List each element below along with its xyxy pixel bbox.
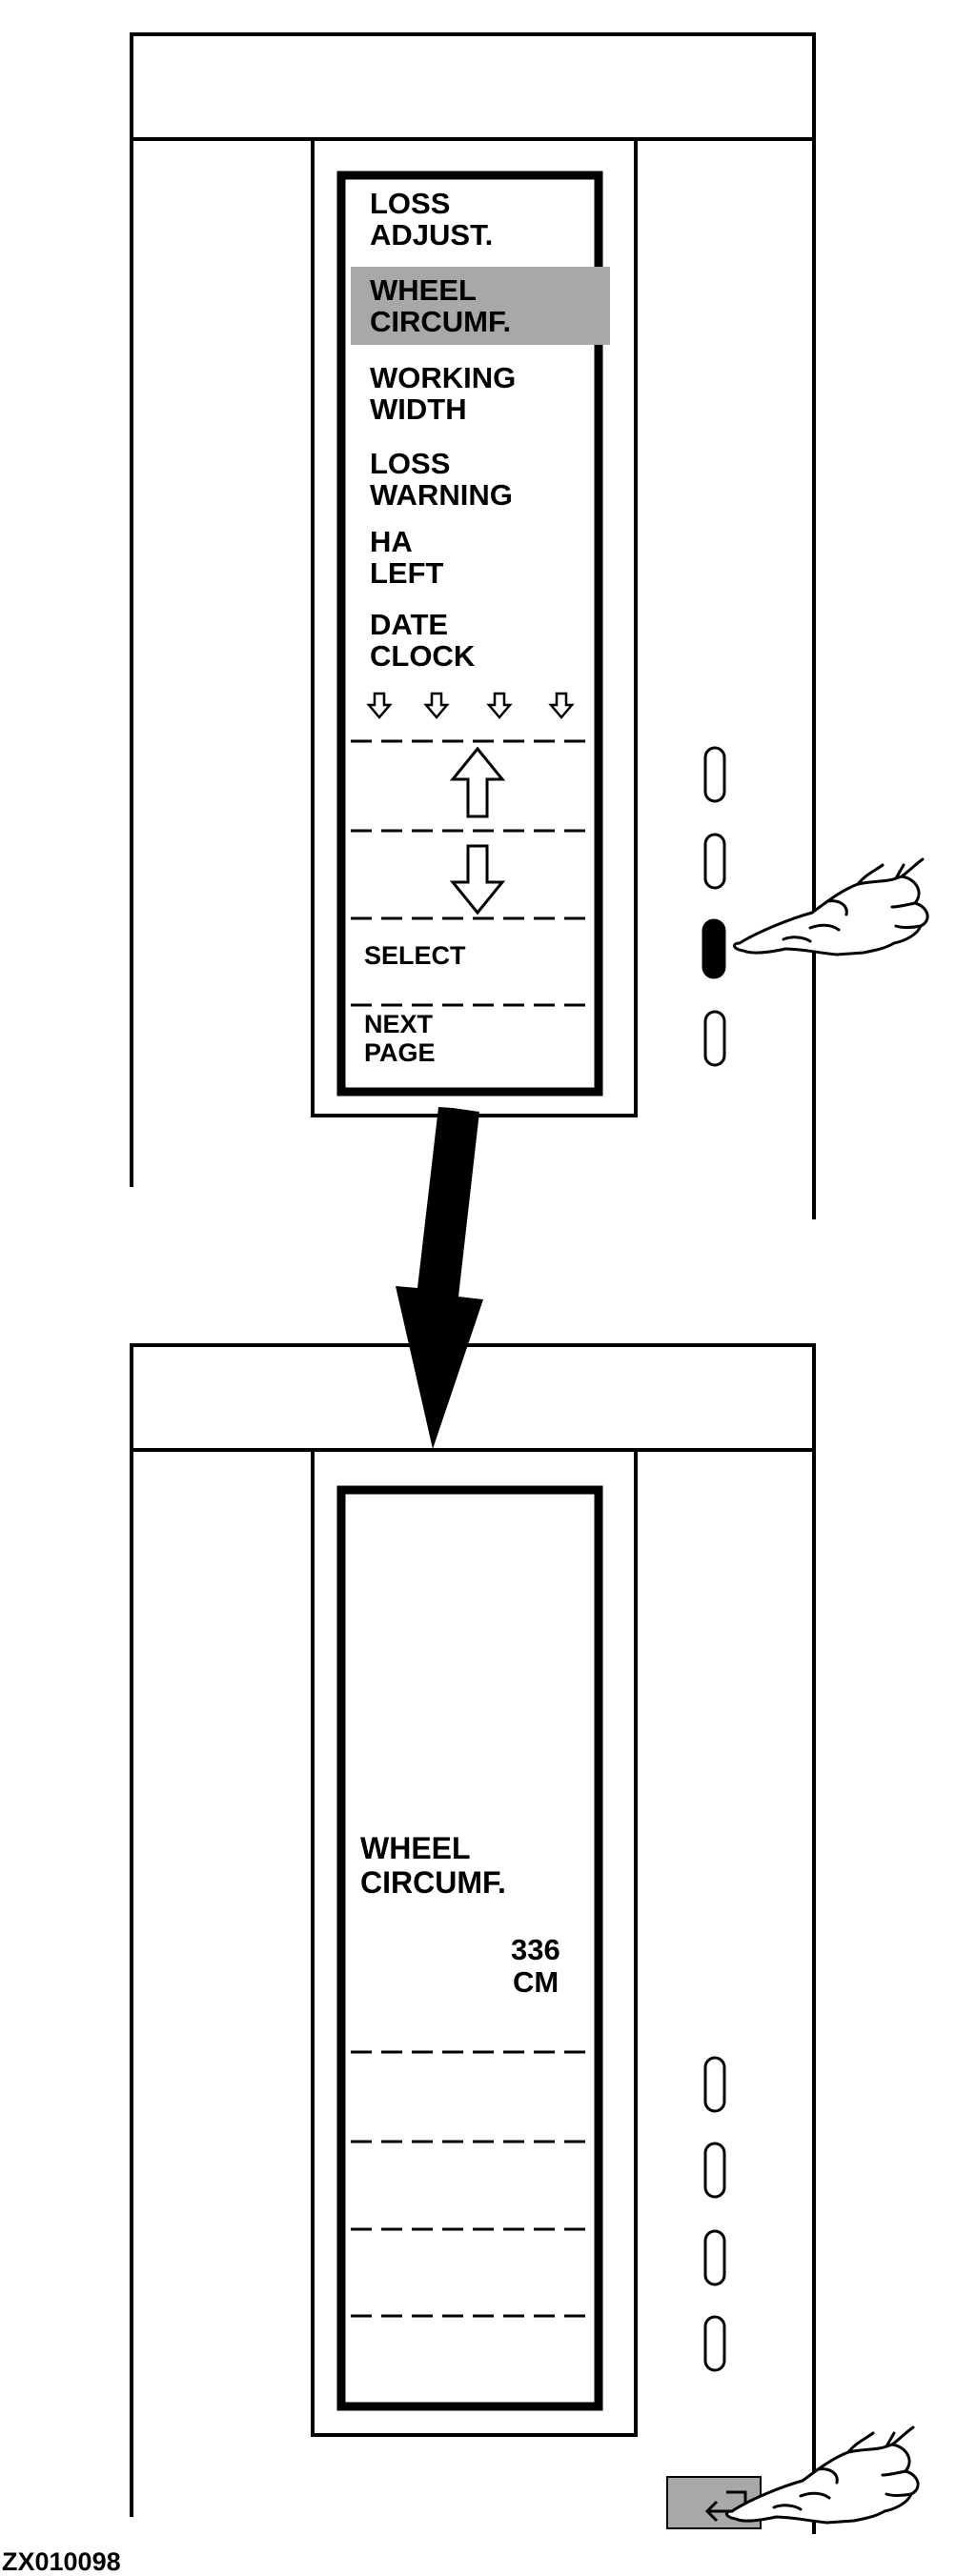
readout-value: 336: [511, 1933, 560, 1966]
menu-item-working-width[interactable]: WORKING WIDTH: [370, 361, 517, 426]
display-unit-bottom: [130, 1343, 920, 2534]
menu-item-loss-warning[interactable]: LOSS WARNING: [370, 447, 513, 512]
display-unit-top: [130, 32, 929, 1219]
side-button-4[interactable]: [703, 1010, 726, 1067]
up-arrow-icon: [449, 746, 506, 818]
scroll-indicator-arrows: [367, 692, 574, 719]
down-arrow-icon: [449, 844, 506, 916]
side-button-1[interactable]: [703, 2056, 726, 2113]
transition-arrow-icon: [396, 1107, 483, 1449]
figure-code: ZX010098: [2, 2547, 121, 2576]
readout-title: WHEEL CIRCUMF.: [360, 1831, 506, 1900]
menu-item-ha-left[interactable]: HA LEFT: [370, 525, 444, 590]
menu-item-date-clock[interactable]: DATE CLOCK: [370, 608, 476, 673]
side-button-3-pressed[interactable]: [702, 918, 726, 979]
return-arrow-icon: [704, 2490, 747, 2523]
side-button-4[interactable]: [703, 2315, 726, 2372]
menu-item-loss-adjust[interactable]: LOSS ADJUST.: [370, 187, 494, 252]
menu-item-wheel-circumf-selected[interactable]: WHEEL CIRCUMF.: [351, 267, 610, 345]
side-button-3[interactable]: [703, 2229, 726, 2286]
softkey-next-page-label: NEXT PAGE: [364, 1010, 436, 1067]
softkey-select-label: SELECT: [364, 941, 466, 970]
side-button-2[interactable]: [703, 2142, 726, 2199]
pointing-hand-icon: [733, 857, 929, 956]
pointing-hand-icon: [725, 2425, 920, 2525]
readout-unit: CM: [513, 1965, 559, 1999]
side-button-2[interactable]: [703, 833, 726, 890]
side-button-1[interactable]: [703, 746, 726, 803]
